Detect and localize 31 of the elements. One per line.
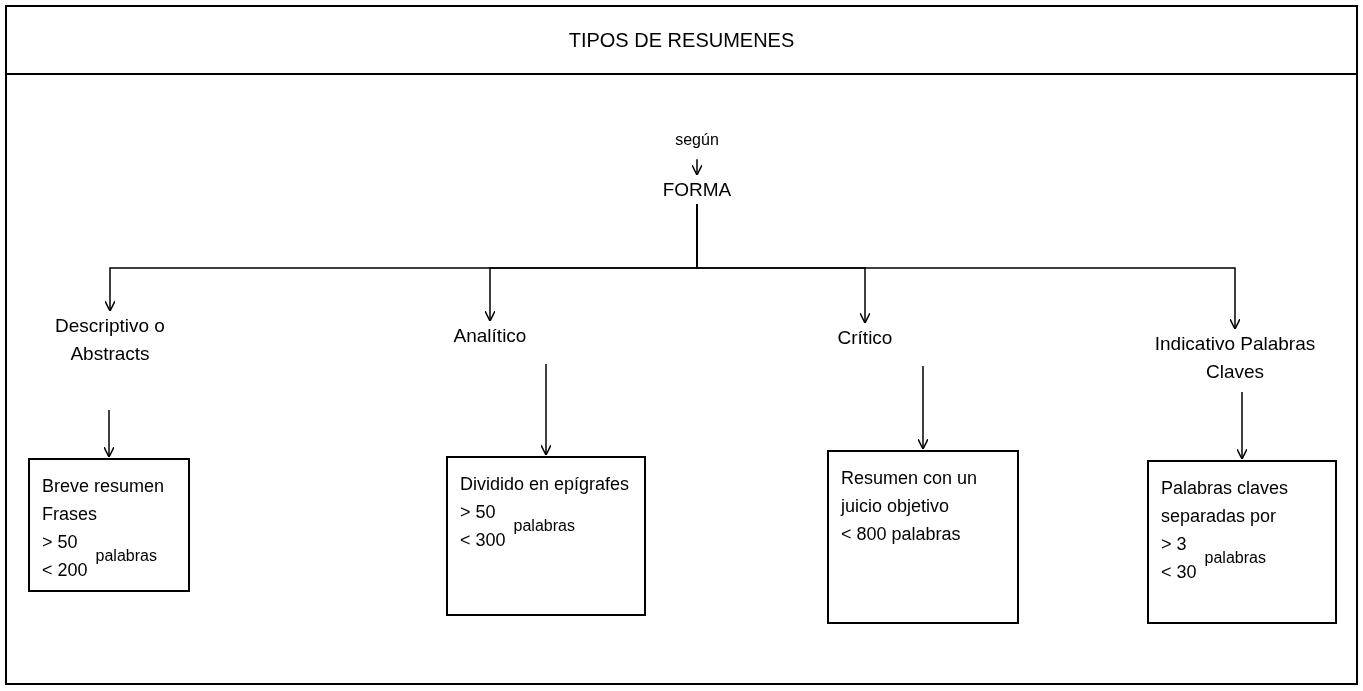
unit-text: palabras: [95, 546, 157, 566]
arrow: [540, 363, 552, 456]
title: TIPOS DE RESUMENES: [568, 28, 795, 53]
lower-limit: > 50: [42, 531, 79, 554]
upper-limit: < 200: [42, 559, 88, 582]
upper-limit: < 300: [460, 529, 506, 552]
box-text: Dividido en epígrafes: [460, 473, 631, 496]
arrow: [917, 365, 929, 450]
lower-limit: > 3: [1161, 533, 1188, 556]
arrow: [1236, 391, 1248, 460]
category-label: Indicativo Palabras Claves: [1150, 330, 1320, 378]
description-box: [1147, 460, 1337, 624]
arrow: [691, 158, 703, 176]
description-box: [28, 458, 190, 592]
box-text: Breve resumen Frases: [42, 475, 166, 526]
upper-limit: < 30: [1161, 561, 1197, 584]
unit-text: palabras: [1204, 548, 1266, 568]
description-box: [446, 456, 646, 616]
arrow: [696, 203, 1241, 330]
category-label: Descriptivo o Abstracts: [40, 312, 180, 396]
lower-limit: > 50: [460, 501, 497, 524]
box-text: Palabras claves separadas por: [1161, 477, 1290, 528]
category-label: Analítico: [430, 322, 550, 350]
description-box: [827, 450, 1019, 624]
category-label: según: [662, 126, 732, 152]
unit-text: palabras: [513, 516, 575, 536]
box-text: < 800 palabras: [841, 523, 962, 546]
category-label: FORMA: [642, 176, 752, 204]
category-label: Crítico: [820, 324, 910, 352]
arrow: [103, 409, 115, 458]
box-text: Resumen con un juicio objetivo: [841, 467, 979, 518]
